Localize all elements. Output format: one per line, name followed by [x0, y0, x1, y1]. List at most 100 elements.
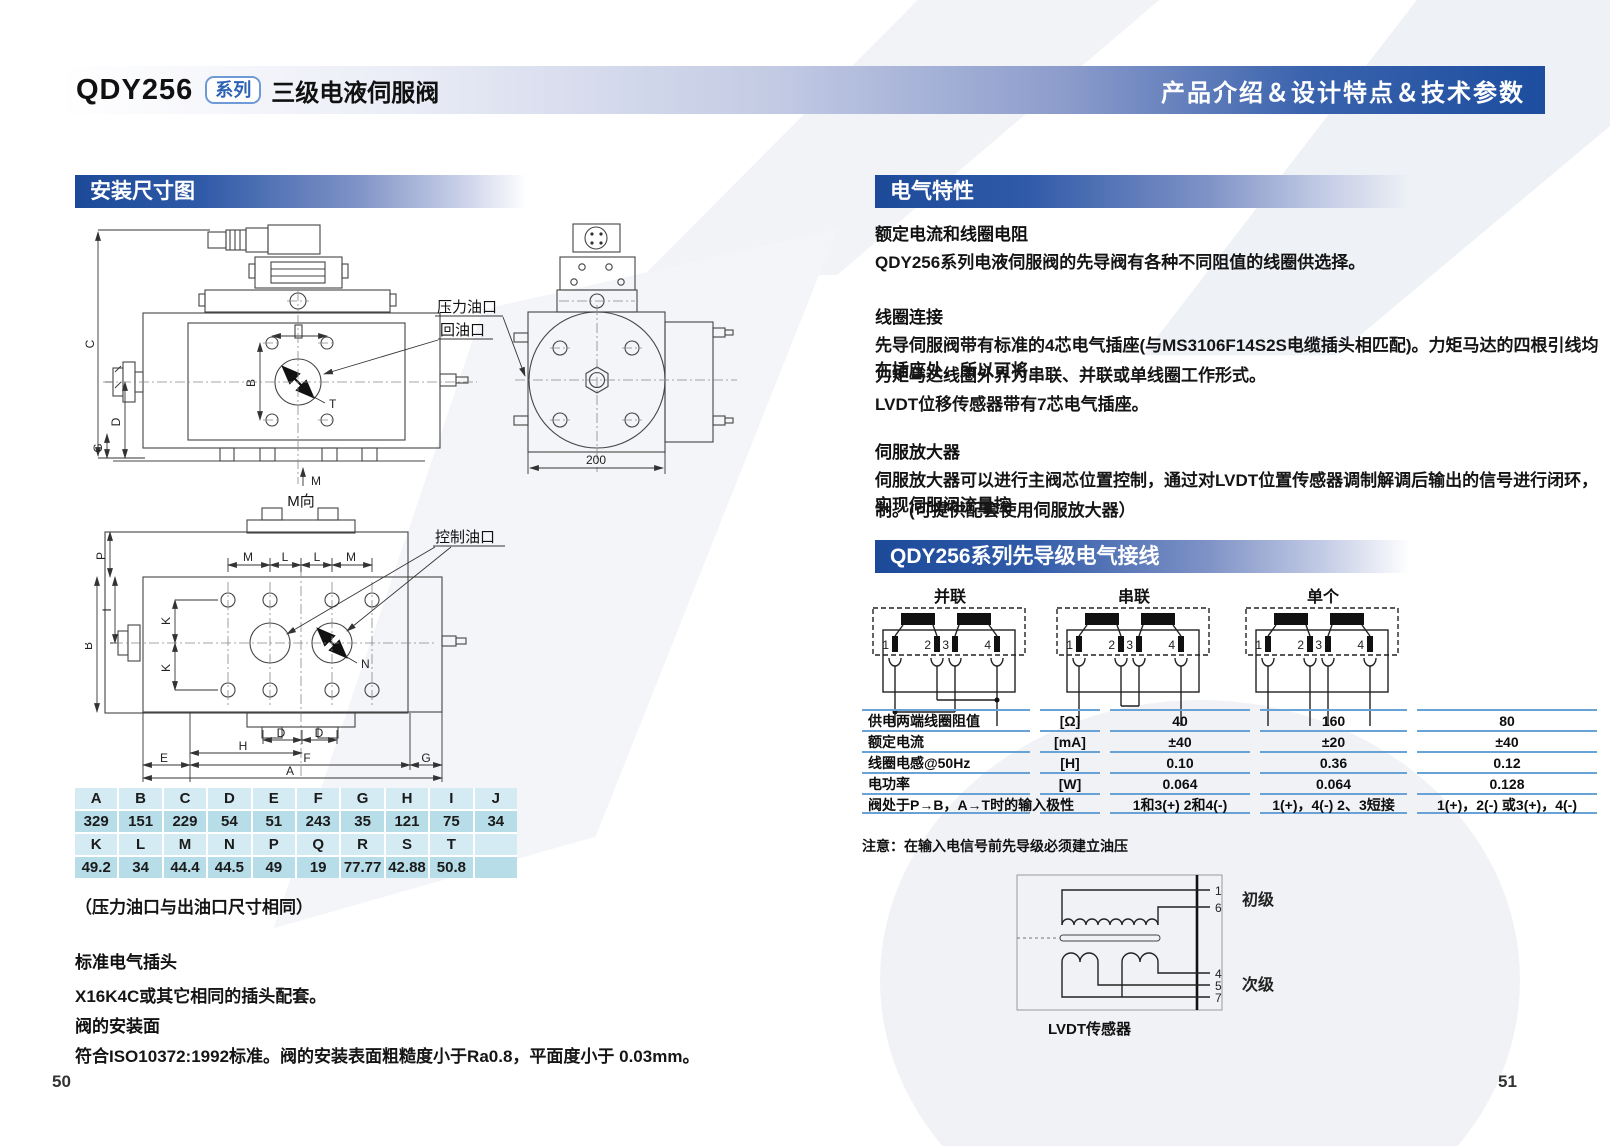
lvdt-pin-1: 1: [1215, 884, 1222, 898]
dim-cell: R: [341, 834, 384, 855]
return-port-label: 回油口: [440, 322, 485, 339]
bolt-holes: [550, 340, 642, 428]
rated-current-heading: 额定电流和线圈电阻: [875, 225, 1028, 244]
dim-cell: A: [75, 788, 118, 809]
port-note: （压力油口与出油口尺寸相同）: [75, 898, 313, 917]
terminal-3: 3: [1126, 638, 1133, 652]
bolt-holes: [220, 592, 380, 698]
installation-drawings: C: [85, 223, 737, 782]
lvdt-caption: LVDT传感器: [1048, 1021, 1132, 1038]
bolt-holes: [263, 336, 336, 427]
page-number-left: 50: [52, 1072, 71, 1091]
dim-cell: 44.5: [208, 857, 251, 878]
lvdt-diagram: 1 6 4 5 7 初级 次级: [1016, 874, 1275, 1011]
elec-cell: 阀处于P→B，A→T时的输入极性: [862, 793, 1074, 814]
terminal-2: 2: [1108, 638, 1115, 652]
elec-cell: 80: [1417, 709, 1597, 730]
plug-heading: 标准电气插头: [75, 953, 177, 972]
elec-cell: [mA]: [1040, 730, 1100, 751]
series-badge: 系列: [205, 76, 262, 104]
coil-connection-line1: 先导伺服阀带有标准的4芯电气插座(与MS3106F14S2S电缆插头相匹配)。力…: [875, 336, 1599, 380]
elec-cell: 额定电流: [862, 730, 1030, 751]
dim-cell: 243: [297, 811, 340, 832]
dim-cell: 19: [297, 857, 340, 878]
m-view-drawing: M向 N: [85, 493, 505, 782]
section-wiring: QDY256系列先导级电气接线: [875, 540, 1410, 573]
servo-amp-heading: 伺服放大器: [875, 443, 960, 462]
dim-cell: G: [341, 788, 384, 809]
coil-connection-heading: 线圈连接: [875, 308, 943, 327]
terminal-1: 1: [1255, 638, 1262, 652]
dim-cell: 35: [341, 811, 384, 832]
elec-cell: 40: [1110, 709, 1250, 730]
elec-cell: 0.064: [1260, 772, 1407, 793]
elec-cell: 0.12: [1417, 751, 1597, 772]
dim-d1: D: [277, 726, 286, 740]
dim-cell: 77.77: [341, 857, 384, 878]
elec-cell: 供电两端线圈阻值: [862, 709, 1030, 730]
primary-label: 初级: [1242, 890, 1275, 909]
dim-cell: L: [119, 834, 162, 855]
plug-text: X16K4C或其它相同的插头配套。: [75, 987, 327, 1006]
wiring-diagram-parallel: 1 2 3 4: [872, 607, 1026, 726]
dim-f: F: [303, 751, 310, 765]
dim-cell: 51: [252, 811, 295, 832]
dim-m2: M: [346, 550, 356, 564]
elec-cell: ±40: [1417, 730, 1597, 751]
dim-cell: P: [252, 834, 295, 855]
dim-k1: K: [159, 617, 173, 625]
table-note: 注意：在输入电信号前先导级必须建立油压: [862, 838, 1128, 854]
servo-amp-line1: 伺服放大器可以进行主阀芯位置控制，通过对LVDT位置传感器调制解调后输出的信号进…: [875, 471, 1599, 515]
dim-cell: E: [252, 788, 295, 809]
dim-g: G: [91, 443, 105, 452]
product-title: 三级电液伺服阀: [271, 79, 440, 107]
dim-cell: N: [208, 834, 251, 855]
elec-cell: 线圈电感@50Hz: [862, 751, 1030, 772]
dim-cell: 34: [474, 811, 517, 832]
section-electrical: 电气特性: [875, 175, 1410, 208]
elec-cell: 0.128: [1417, 772, 1597, 793]
electrical-table: 供电两端线圈阻值 [Ω] 40 160 80 额定电流 [mA] ±40 ±20…: [862, 709, 1597, 814]
lvdt-pin-6: 6: [1215, 901, 1222, 915]
elec-cell: 160: [1260, 709, 1407, 730]
wiring-label-parallel: 并联: [933, 589, 966, 606]
dim-cell: 151: [119, 811, 162, 832]
dim-cell: I: [430, 788, 473, 809]
dim-e: E: [160, 751, 168, 765]
elec-cell: ±20: [1260, 730, 1407, 751]
dim-cell: F: [297, 788, 340, 809]
view-m-label: M向: [287, 493, 315, 510]
lvdt-pin-7: 7: [1215, 991, 1222, 1005]
dim-cell: 34: [119, 857, 162, 878]
dim-cell: 49: [252, 857, 295, 878]
dim-cell: [474, 834, 517, 855]
dim-l2: L: [314, 550, 321, 564]
front-view-drawing: C: [85, 224, 526, 488]
servo-amp-line2: 制。(可提供配套使用伺服放大器）: [875, 501, 1136, 520]
dim-l1: L: [282, 550, 289, 564]
dim-cell: J: [474, 788, 517, 809]
lvdt-pin-4: 4: [1215, 967, 1222, 981]
mount-text: 符合ISO10372:1992标准。阀的安装表面粗糙度小于Ra0.8，平面度小于…: [75, 1047, 700, 1066]
dim-g2: G: [421, 751, 430, 765]
lvdt-pin-5: 5: [1215, 979, 1222, 993]
dim-cell: 54: [208, 811, 251, 832]
dim-h: H: [239, 739, 248, 753]
dim-c: C: [85, 339, 97, 348]
terminal-4: 4: [984, 638, 991, 652]
dim-cell: H: [385, 788, 429, 809]
dim-i: I: [100, 608, 114, 611]
section-install-dims: 安装尺寸图: [75, 175, 527, 208]
elec-cell: 1(+)，4(-) 2、3短接: [1260, 793, 1407, 814]
dim-cell: T: [430, 834, 473, 855]
terminal-4: 4: [1357, 638, 1364, 652]
dim-cell: M: [163, 834, 207, 855]
dim-cell: Q: [297, 834, 340, 855]
terminal-4: 4: [1168, 638, 1175, 652]
page-header: QDY256 系列 三级电液伺服阀 产品介绍＆设计特点＆技术参数: [60, 66, 1545, 114]
elec-cell: 1和3(+) 2和4(-): [1110, 793, 1250, 814]
dim-cell: 50.8: [430, 857, 473, 878]
elec-cell: ±40: [1110, 730, 1250, 751]
elec-cell: 电功率: [862, 772, 1030, 793]
